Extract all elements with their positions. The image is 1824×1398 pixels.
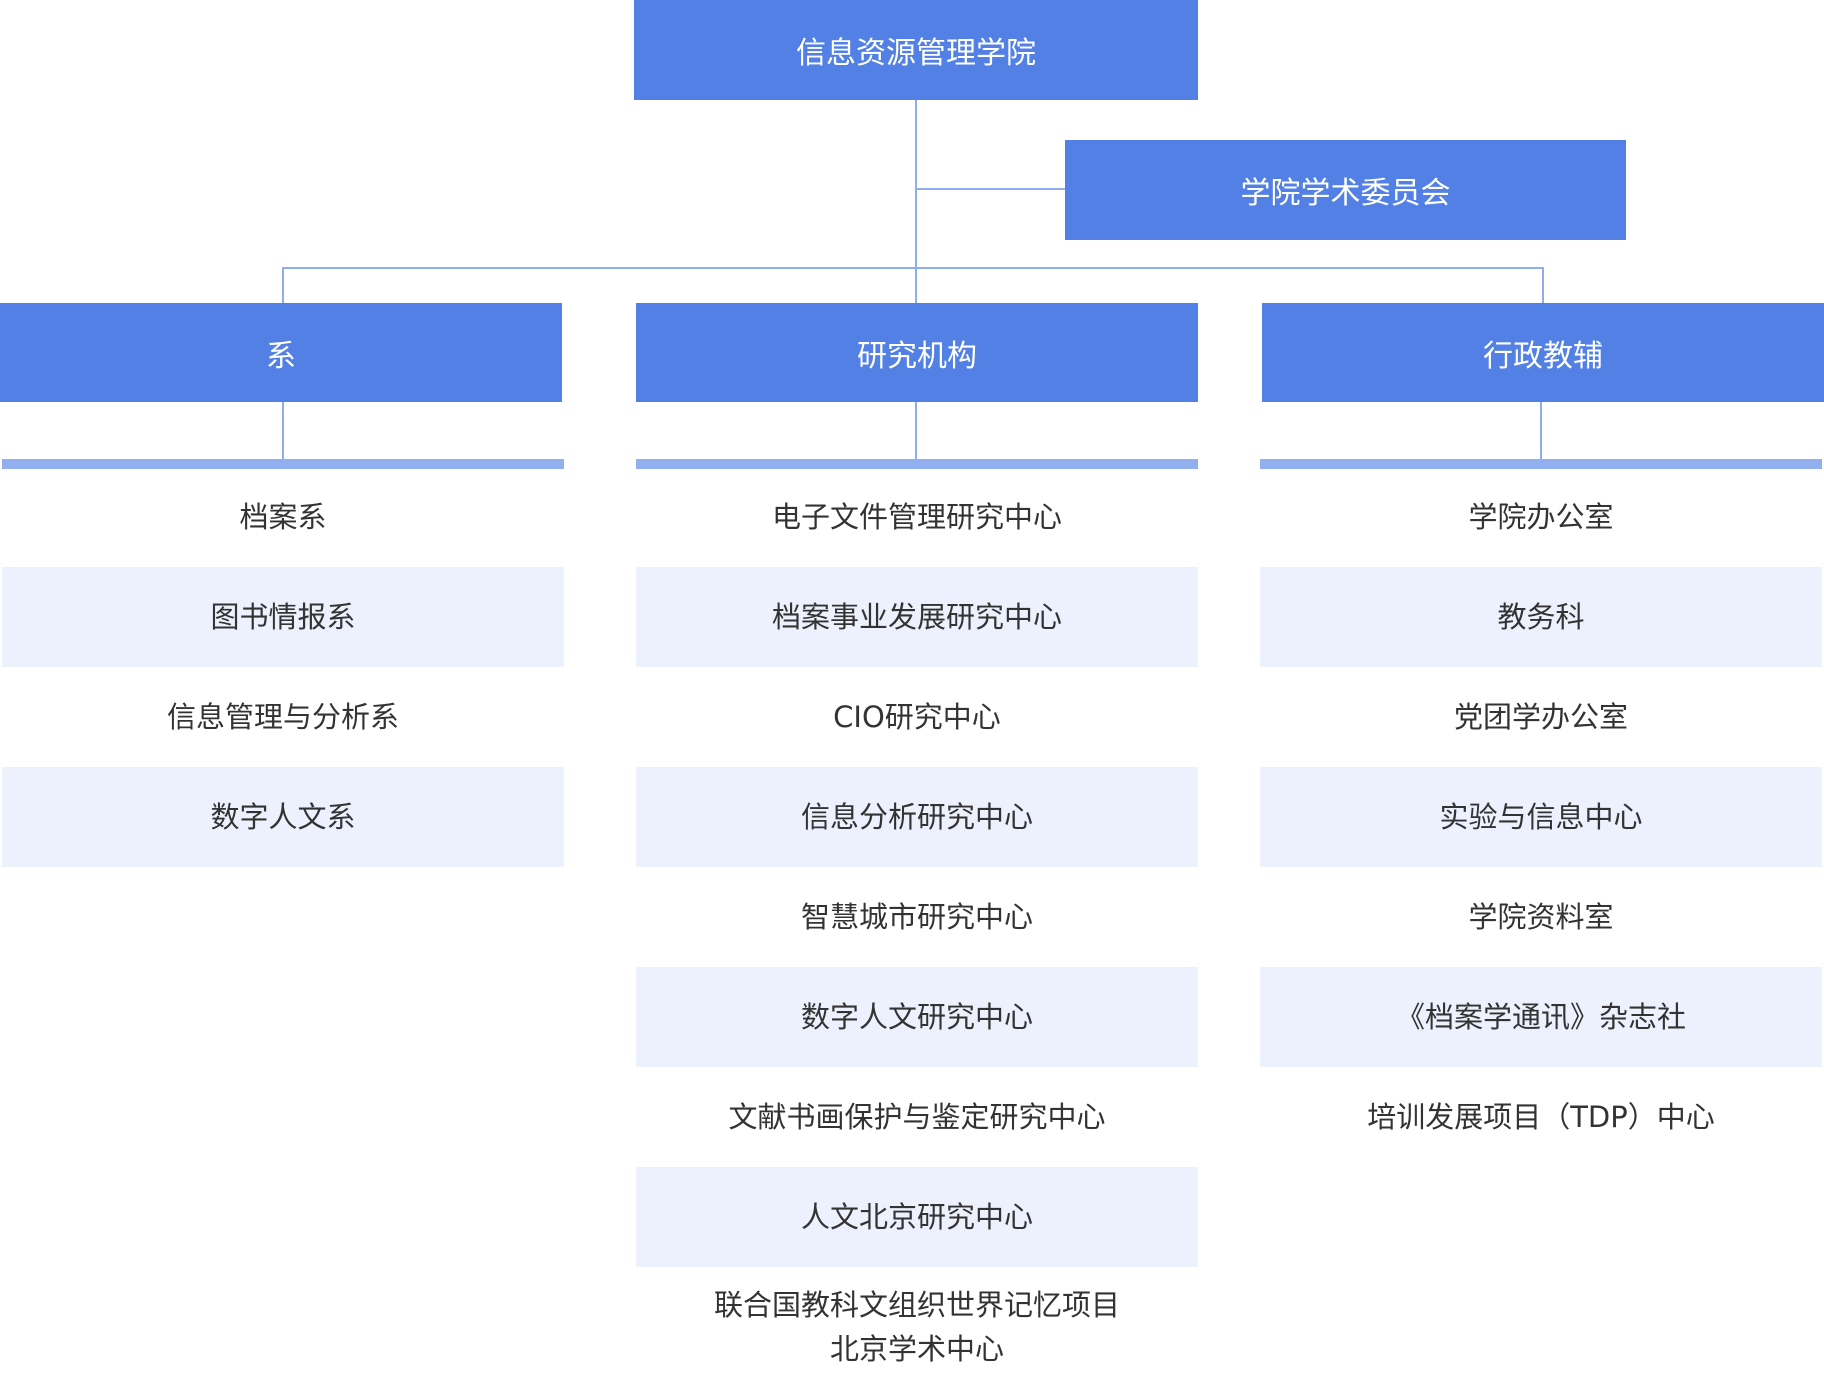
- connector-adm-down: [1540, 402, 1542, 460]
- branch-dept-label: 系: [266, 338, 296, 374]
- connector-dept-down: [282, 402, 284, 460]
- list-item: 《档案学通讯》杂志社: [1260, 967, 1822, 1067]
- branch-admin-label: 行政教辅: [1483, 338, 1603, 374]
- divider-bar-research: [636, 459, 1198, 469]
- connector-horizontal: [282, 267, 1544, 269]
- list-item: 教务科: [1260, 567, 1822, 667]
- list-item: 图书情报系: [2, 567, 564, 667]
- list-item-multiline: 联合国教科文组织世界记忆项目 北京学术中心: [636, 1267, 1198, 1387]
- branch-dept-box: 系: [0, 303, 562, 402]
- branch-admin-box: 行政教辅: [1262, 303, 1824, 402]
- connector-dept-drop: [282, 267, 284, 303]
- list-item: 学院办公室: [1468, 500, 1614, 534]
- list-item: 档案事业发展研究中心: [636, 567, 1198, 667]
- connector-res-down: [915, 402, 917, 460]
- list-item: 电子文件管理研究中心: [771, 500, 1062, 534]
- branch-research-label: 研究机构: [857, 338, 977, 374]
- list-item: 学院资料室: [1468, 900, 1614, 934]
- dept-list: 档案系 图书情报系 信息管理与分析系 数字人文系: [2, 467, 564, 867]
- divider-bar-admin: [1260, 459, 1822, 469]
- connector-root-trunk: [915, 100, 917, 303]
- list-item: 信息管理与分析系: [166, 700, 399, 734]
- list-item: 智慧城市研究中心: [800, 900, 1033, 934]
- list-item: 培训发展项目（TDP）中心: [1367, 1100, 1715, 1134]
- divider-bar-dept: [2, 459, 564, 469]
- list-item: 实验与信息中心: [1260, 767, 1822, 867]
- root-label: 信息资源管理学院: [796, 36, 1036, 71]
- admin-list: 学院办公室 教务科 党团学办公室 实验与信息中心 学院资料室 《档案学通讯》杂志…: [1260, 467, 1822, 1167]
- committee-label: 学院学术委员会: [1240, 176, 1451, 211]
- list-item: 信息分析研究中心: [636, 767, 1198, 867]
- connector-adm-drop: [1542, 267, 1544, 303]
- connector-committee: [916, 188, 1065, 190]
- list-item: 数字人文研究中心: [636, 967, 1198, 1067]
- list-item: 档案系: [239, 500, 327, 534]
- list-item: 人文北京研究中心: [636, 1167, 1198, 1267]
- branch-research-box: 研究机构: [636, 303, 1198, 402]
- committee-box: 学院学术委员会: [1065, 140, 1626, 240]
- list-item-line1: 联合国教科文组织世界记忆项目: [713, 1288, 1120, 1322]
- list-item: 文献书画保护与鉴定研究中心: [728, 1100, 1106, 1134]
- research-list: 电子文件管理研究中心 档案事业发展研究中心 CIO研究中心 信息分析研究中心 智…: [636, 467, 1198, 1387]
- list-item: 数字人文系: [2, 767, 564, 867]
- list-item-line2: 北京学术中心: [829, 1332, 1004, 1366]
- list-item: CIO研究中心: [833, 700, 1001, 734]
- list-item: 党团学办公室: [1453, 700, 1628, 734]
- root-box: 信息资源管理学院: [634, 0, 1198, 100]
